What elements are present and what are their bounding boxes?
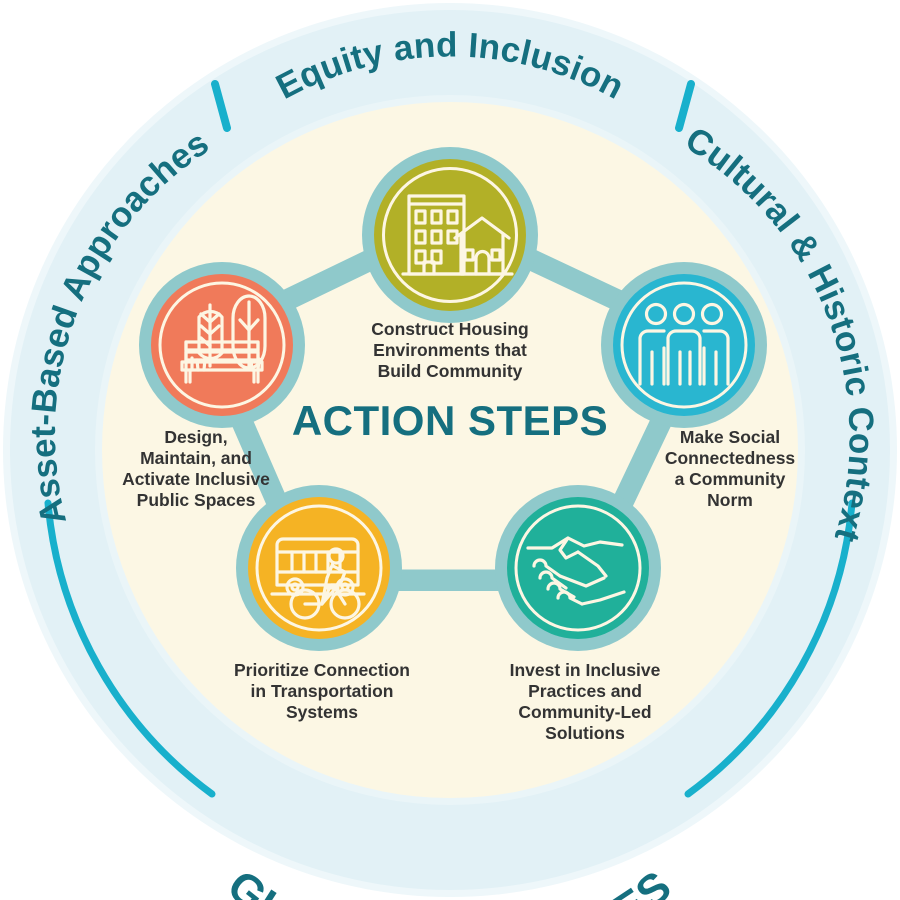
apartment-building-and-house-icon xyxy=(401,194,514,276)
separator-tick-left xyxy=(211,80,231,132)
action-step-node-transportation[interactable] xyxy=(248,497,390,639)
transportation-circle xyxy=(248,497,390,639)
separator-tick-right xyxy=(675,80,695,132)
label-line: Solutions xyxy=(545,723,625,743)
label-social-connectedness: Make Social Connectedness a Community No… xyxy=(665,427,796,510)
trees-and-park-bench-icon xyxy=(180,294,267,384)
label-line: a Community xyxy=(675,469,786,489)
label-inclusive-practices: Invest in Inclusive Practices and Commun… xyxy=(510,660,661,743)
label-line: in Transportation xyxy=(251,681,394,701)
label-transportation: Prioritize Connection in Transportation … xyxy=(234,660,410,722)
action-step-node-construct-housing[interactable] xyxy=(374,159,526,311)
handshake-icon xyxy=(526,536,626,606)
construct-housing-inner-ring xyxy=(382,167,518,303)
label-line: Design, xyxy=(164,427,227,447)
social-connectedness-inner-ring xyxy=(620,281,748,409)
action-step-node-inclusive-practices[interactable] xyxy=(507,497,649,639)
three-people-group-icon xyxy=(638,302,730,386)
label-line: Connectedness xyxy=(665,448,796,468)
inclusive-practices-inner-ring xyxy=(514,504,642,632)
label-construct-housing: Construct Housing Environments that Buil… xyxy=(371,319,529,381)
public-spaces-inner-ring xyxy=(158,281,286,409)
transportation-inner-ring xyxy=(255,504,383,632)
label-line: Prioritize Connection xyxy=(234,660,410,680)
label-line: Community-Led xyxy=(518,702,651,722)
bottom-right-accent-arc xyxy=(684,499,856,798)
action-step-node-social-connectedness[interactable] xyxy=(613,274,755,416)
action-step-node-public-spaces[interactable] xyxy=(151,274,293,416)
label-line: Systems xyxy=(286,702,358,722)
label-public-spaces: Design, Maintain, and Activate Inclusive… xyxy=(122,427,270,510)
label-line: Make Social xyxy=(680,427,780,447)
center-title: ACTION STEPS xyxy=(292,397,608,444)
bottom-left-accent-arc xyxy=(44,499,216,798)
label-line: Construct Housing xyxy=(371,319,529,339)
inclusive-practices-circle xyxy=(507,497,649,639)
label-line: Build Community xyxy=(378,361,523,381)
social-connectedness-circle xyxy=(613,274,755,416)
bus-and-bicycle-icon xyxy=(270,537,366,620)
label-line: Activate Inclusive xyxy=(122,469,270,489)
label-line: Public Spaces xyxy=(137,490,256,510)
label-line: Practices and xyxy=(528,681,642,701)
label-line: Invest in Inclusive xyxy=(510,660,661,680)
label-line: Maintain, and xyxy=(140,448,252,468)
label-line: Norm xyxy=(707,490,753,510)
label-line: Environments that xyxy=(373,340,527,360)
